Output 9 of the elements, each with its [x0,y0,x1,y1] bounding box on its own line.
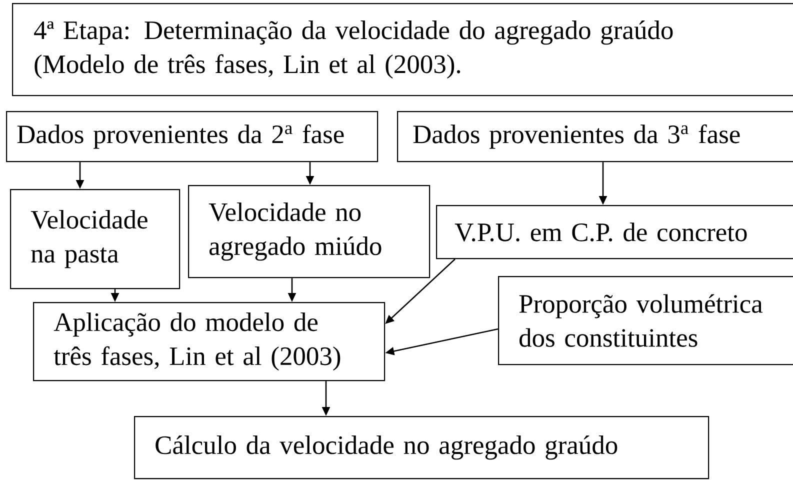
heading-box: 4ª Etapa: Determinação da velocidade do agregado graúdo (Modelo de três fases, Lin et al (2003). [12,3,793,96]
process-box: Velocidade no agregado miúdo [188,185,430,278]
process-box: Dados provenientes da 3$^{a}$ fase [397,111,793,162]
process-box: Aplicação do modelo de três fases, Lin et al (2003) [33,302,386,382]
process-box: Proporção volumétrica dos constituintes [498,276,793,366]
process-box: Cálculo da velocidade no agregado graúdo [134,416,710,480]
process-box: V.P.U. em C.P. de concreto [436,205,793,260]
process-box: Velocidade na pasta [10,189,180,290]
process-box: Dados provenientes da 2$^{a}$ fase [6,111,378,162]
